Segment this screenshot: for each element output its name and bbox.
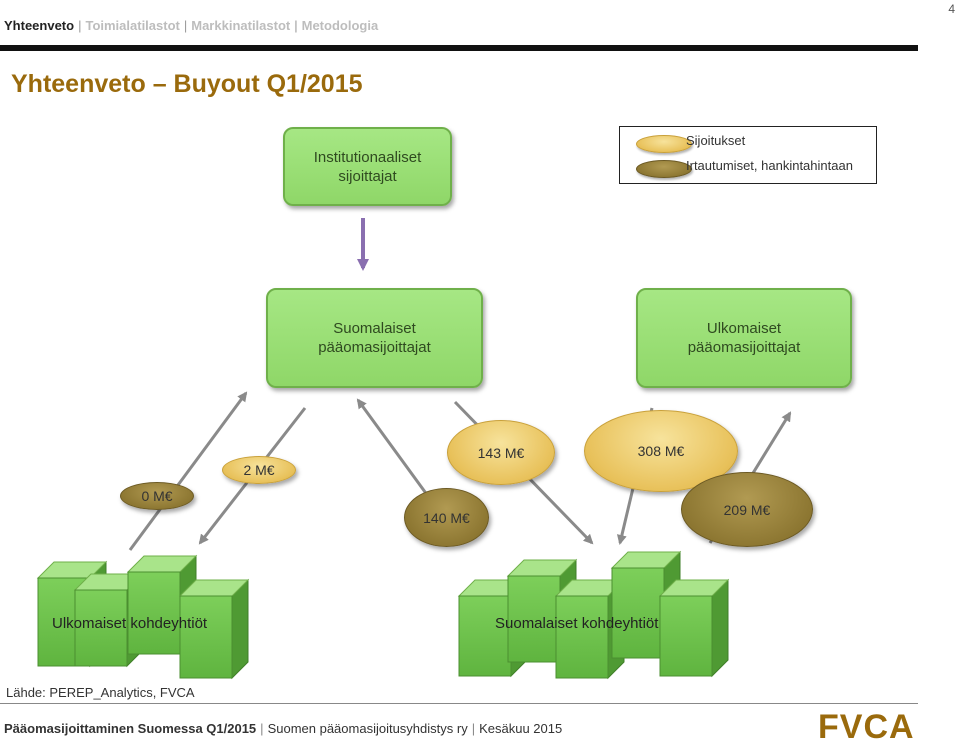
finnish-target-companies-label: Suomalaiset kohdeyhtiöt [495,615,659,632]
finnish-pe-investors-box: Suomalaiset pääomasijoittajat [266,288,483,388]
page-number: 4 [948,2,955,16]
legend: Sijoitukset Irtautumiset, hankintahintaa… [619,126,877,184]
footer-publication: Pääomasijoittaminen Suomessa Q1/2015 [4,721,257,736]
foreign-companies-exit-bubble: 0 M€ [120,482,194,510]
legend-investment-swatch [636,135,692,153]
footer-separator: | [471,721,476,736]
slide-title: Yhteenveto – Buyout Q1/2015 [11,70,363,98]
bottom-rule [0,703,918,704]
finnish-pe-investment-bubble: 143 M€ [447,420,555,485]
fvca-logo: FVCA [818,708,915,746]
footer-separator: | [260,721,264,736]
foreign-companies-to-finnish-pe-arrow [128,391,248,551]
nav-separator: | [78,18,82,33]
foreign-target-companies-cubes [36,554,250,680]
finnish-pe-line2: pääomasijoittajat [318,339,431,356]
institutional-investors-line2: sijoittajat [338,167,397,185]
legend-exit-swatch [636,160,692,178]
footer: Pääomasijoittaminen Suomessa Q1/2015|Suo… [4,721,562,736]
legend-investments-label: Sijoitukset [686,133,746,148]
finnish-target-companies-cubes [457,550,730,680]
foreign-pe-line1: Ulkomaiset [706,320,782,337]
nav-item-metodologia[interactable]: Metodologia [301,18,379,33]
foreign-target-companies-label: Ulkomaiset kohdeyhtiöt [52,615,208,632]
legend-exits-label: Irtautumiset, hankintahintaan [686,158,853,173]
institutional-investors-box: Institutionaaliset sijoittajat [283,127,452,206]
nav-item-toimialatilastot[interactable]: Toimialatilastot [85,18,180,33]
nav-separator: | [294,18,298,33]
portfolio-company-cubes [36,550,730,680]
nav-item-yhteenveto[interactable]: Yhteenveto [4,18,75,33]
finnish-pe-line1: Suomalaiset [333,320,416,337]
footer-organization: Suomen pääomasijoitusyhdistys ry [267,721,468,736]
top-navigation: Yhteenveto|Toimialatilastot|Markkinatila… [4,18,378,33]
foreign-pe-exit-bubble: 209 M€ [681,472,813,547]
finnish-pe-exit-bubble: 140 M€ [404,488,489,547]
foreign-companies-investment-bubble: 2 M€ [222,456,296,484]
nav-item-markkinatilastot[interactable]: Markkinatilastot [191,18,291,33]
institutional-investors-line1: Institutionaaliset [313,148,422,166]
company-cube [178,578,250,680]
foreign-pe-line2: pääomasijoittajat [687,339,801,356]
top-rule [0,45,918,51]
foreign-pe-investors-box: Ulkomaiset pääomasijoittajat [636,288,852,388]
nav-separator: | [183,18,188,33]
source-note: Lähde: PEREP_Analytics, FVCA [6,685,195,700]
company-cube [658,578,730,678]
footer-date: Kesäkuu 2015 [479,721,563,736]
